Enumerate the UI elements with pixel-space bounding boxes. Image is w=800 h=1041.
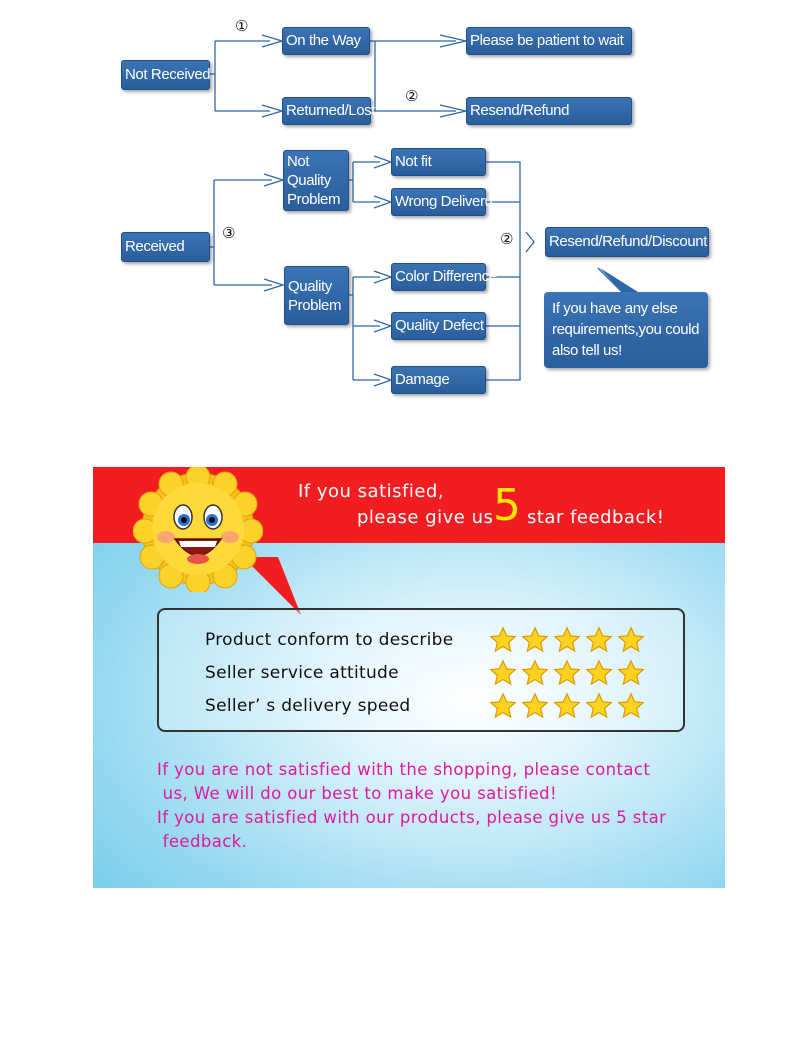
star-icon <box>553 692 581 719</box>
message-line-2: us, We will do our best to make you sati… <box>157 784 558 803</box>
returned-lost-box: Returned/Lost <box>282 97 375 125</box>
star-icon <box>521 659 549 686</box>
star-icon <box>553 659 581 686</box>
star-icon <box>521 626 549 653</box>
banner-line-2: please give us <box>357 507 494 528</box>
received-box: Received <box>121 232 210 262</box>
step-1-marker: ① <box>235 17 249 35</box>
star-icon <box>585 626 613 653</box>
smiling-sun-icon <box>133 467 263 592</box>
star-icon <box>489 692 517 719</box>
star-icon <box>617 692 645 719</box>
rating-stars-product <box>489 625 645 655</box>
not-received-box: Not Received <box>121 60 211 90</box>
color-difference-box: Color Difference <box>391 263 497 291</box>
step-3-marker: ③ <box>222 224 236 242</box>
star-icon <box>585 659 613 686</box>
rating-stars-service <box>489 658 645 688</box>
wrong-delivery-box: Wrong Deliveru <box>391 188 493 216</box>
after-sales-flowchart: Not Received On the Way Returned/Lost Pl… <box>0 0 800 410</box>
message-line-3: If you are satisfied with our products, … <box>157 808 667 827</box>
star-icon <box>617 659 645 686</box>
patient-box: Please be patient to wait <box>466 27 632 55</box>
quality-defect-box: Quality Defect <box>391 312 486 340</box>
not-fit-box: Not fit <box>391 148 486 176</box>
damage-box: Damage <box>391 366 486 394</box>
quality-problem-box: Quality Problem <box>284 266 349 325</box>
note-box: If you have any else requirements,you co… <box>544 292 708 368</box>
rating-label-product: Product conform to describe <box>205 630 454 650</box>
rating-stars-delivery <box>489 691 645 721</box>
star-icon <box>489 659 517 686</box>
not-quality-problem-box: Not Quality Problem <box>283 150 349 211</box>
resend-refund-discount-box: Resend/Refund/Discount <box>545 227 709 257</box>
star-icon <box>553 626 581 653</box>
star-icon <box>617 626 645 653</box>
sun-pointer <box>243 557 301 615</box>
feedback-banner: If you satisfied, please give us 5 star … <box>93 467 725 888</box>
banner-five: 5 <box>493 480 521 531</box>
step-2-marker: ② <box>405 87 419 105</box>
message-line-4: feedback. <box>157 832 248 851</box>
rating-panel: Product conform to describe Seller servi… <box>157 608 685 732</box>
note-pointer <box>600 268 638 292</box>
star-icon <box>489 626 517 653</box>
message-line-1: If you are not satisfied with the shoppi… <box>157 760 651 779</box>
rating-label-service: Seller service attitude <box>205 663 399 683</box>
step-2-marker-right: ② <box>500 230 514 248</box>
star-icon <box>521 692 549 719</box>
rating-label-delivery: Seller’ s delivery speed <box>205 696 411 716</box>
resend-refund-box: Resend/Refund <box>466 97 632 125</box>
banner-line-1: If you satisfied, <box>298 481 445 502</box>
star-icon <box>585 692 613 719</box>
banner-line-3: star feedback! <box>527 507 665 528</box>
on-the-way-box: On the Way <box>282 27 370 55</box>
